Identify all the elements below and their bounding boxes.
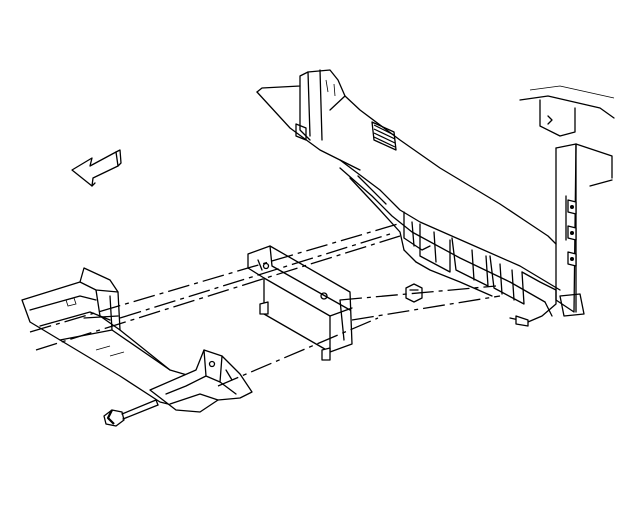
- transfer-case-shield-icon: [247, 245, 353, 361]
- body-side-panel-icon: [256, 69, 615, 245]
- mounting-bolt-icon: [103, 399, 159, 427]
- alignment-centerlines: [29, 223, 501, 387]
- mounting-bracket-icon: [149, 349, 253, 413]
- vent-grille-icon: [371, 121, 397, 151]
- front-direction-arrow-icon: [71, 149, 122, 187]
- vertical-post-icon: [555, 143, 613, 317]
- vehicle-frame-rail-icon: [339, 159, 561, 327]
